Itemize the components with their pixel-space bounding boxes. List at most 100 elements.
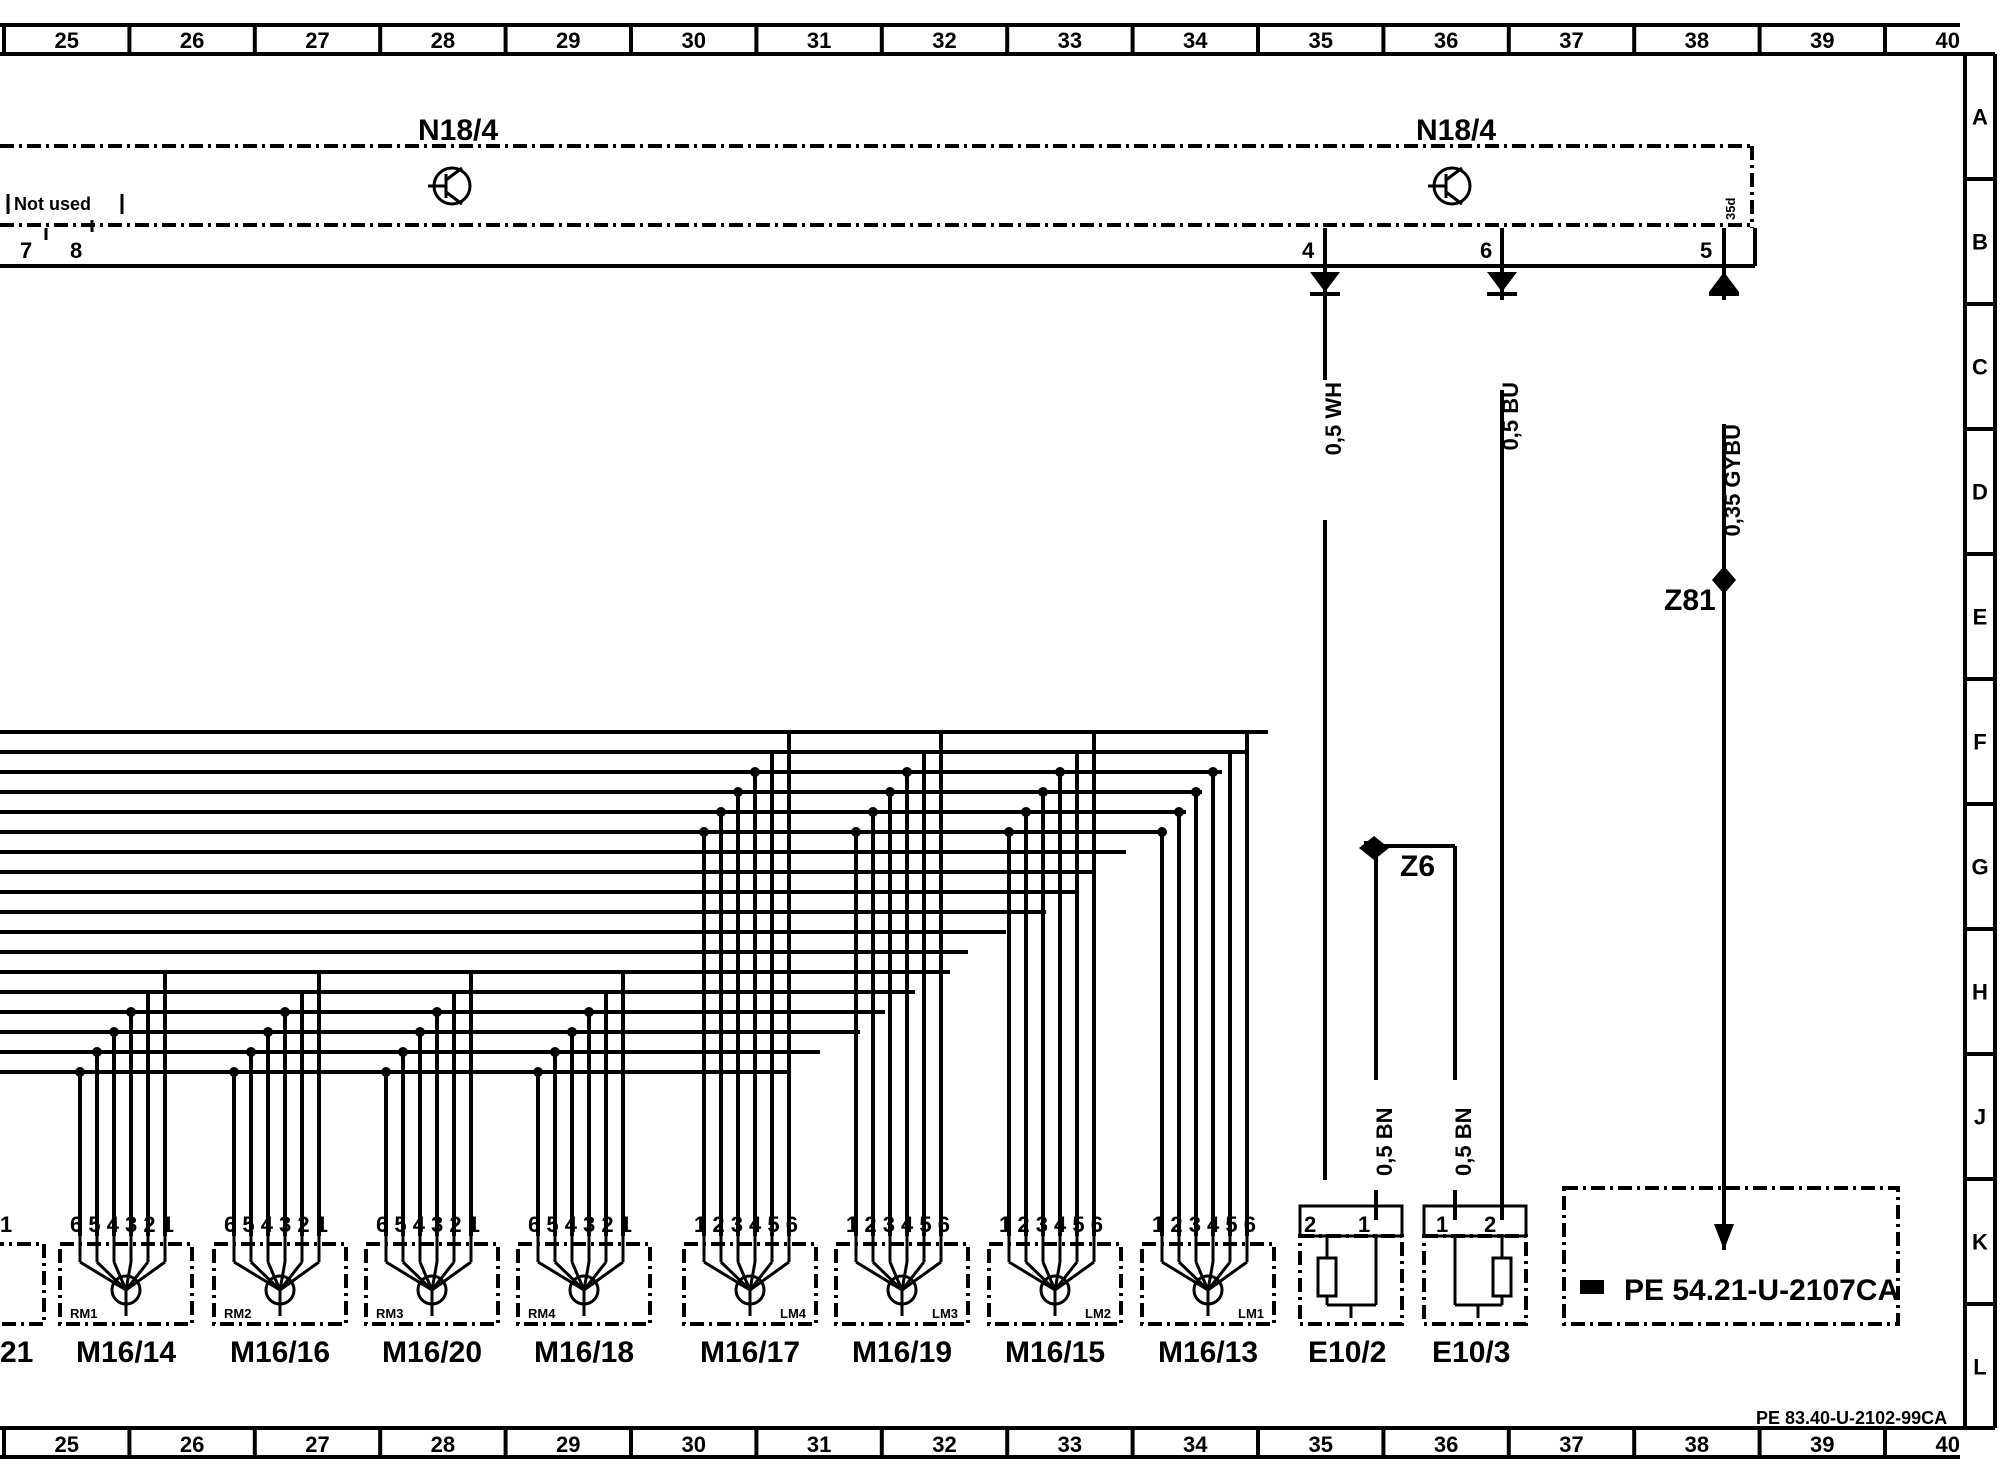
motor-tag: RM3 (376, 1306, 403, 1321)
wire-pin-6: 0,5 BU (1487, 228, 1523, 1220)
wire-pin-5: 0,35 GYBU (1709, 228, 1745, 1250)
column-number: 31 (807, 28, 831, 53)
component-e10-3: 1 2 E10/3 (1422, 1204, 1528, 1369)
column-number: 40 (1935, 1432, 1959, 1457)
partial-component-label: 21 (0, 1336, 33, 1369)
motor-label: M16/17 (700, 1336, 800, 1369)
motor-tag: LM4 (780, 1306, 807, 1321)
column-number: 28 (431, 1432, 455, 1457)
motor-pins: 1 2 3 4 5 6 (694, 1212, 798, 1237)
column-number: 31 (807, 1432, 831, 1457)
column-number: 39 (1810, 28, 1834, 53)
e10-3-label: E10/3 (1432, 1336, 1510, 1369)
document-id: PE 83.40-U-2102-99CA (1756, 1408, 1947, 1428)
wire-label-wh: 0,5 WH (1321, 382, 1346, 455)
column-number: 34 (1183, 28, 1208, 53)
pin-label-4: 4 (1302, 238, 1315, 263)
e10-2-label: E10/2 (1308, 1336, 1386, 1369)
motor-tag: RM2 (224, 1306, 251, 1321)
wire-e10-2-bn: 0,5 BN (1368, 840, 1455, 1220)
splice-z6: Z6 (1359, 836, 1435, 883)
splice-label-z81: Z81 (1664, 584, 1716, 617)
column-number: 39 (1810, 1432, 1834, 1457)
not-used-label: Not used (14, 194, 91, 214)
pin-label-5: 5 (1700, 238, 1712, 263)
pin-label-7: 7 (20, 238, 32, 263)
row-letters: A B C D E F G H J K L (1965, 105, 1995, 1380)
column-number: 30 (681, 28, 705, 53)
module-label-left: N18/4 (418, 114, 498, 147)
motor-tag: LM2 (1085, 1306, 1111, 1321)
reference-box: PE 54.21-U-2107CA (1562, 1186, 1900, 1326)
column-number: 26 (180, 28, 204, 53)
e10-3-pin-b: 2 (1484, 1212, 1496, 1237)
pin-label-8: 8 (70, 238, 82, 263)
row-letter: C (1972, 355, 1988, 380)
row-letter: L (1973, 1355, 1986, 1380)
motor-pins: 1 2 3 4 5 6 (1152, 1212, 1256, 1237)
column-number: 38 (1685, 1432, 1709, 1457)
column-number: 37 (1559, 1432, 1583, 1457)
module-n18-4: N18/4 N18/4 Not used 7 8 4 6 5 35d (0, 114, 1757, 268)
splice-label-z6: Z6 (1400, 850, 1435, 883)
wire-label-e10-2: 0,5 BN (1372, 1108, 1397, 1176)
row-letter: A (1972, 105, 1988, 130)
column-number: 33 (1058, 28, 1082, 53)
motor-label: M16/16 (230, 1336, 330, 1369)
splice-z81: Z81 (1664, 566, 1736, 617)
wire-label-e10-3: 0,5 BN (1451, 1108, 1476, 1176)
motor-pins: 1 2 3 4 5 6 (999, 1212, 1103, 1237)
row-letter: E (1973, 605, 1988, 630)
motor-pins: 6 5 4 3 2 1 (528, 1212, 632, 1237)
column-number: 29 (556, 28, 580, 53)
motor-pins: 6 5 4 3 2 1 (376, 1212, 480, 1237)
motor-pins: 1 2 3 4 5 6 (846, 1212, 950, 1237)
column-number: 27 (305, 28, 329, 53)
motor-label: M16/15 (1005, 1336, 1105, 1369)
column-number: 36 (1434, 1432, 1458, 1457)
e10-3-pin-a: 1 (1436, 1212, 1448, 1237)
column-number: 37 (1559, 28, 1583, 53)
column-number: 36 (1434, 28, 1458, 53)
column-number: 26 (180, 1432, 204, 1457)
wire-label-bu: 0,5 BU (1498, 382, 1523, 450)
column-number: 35 (1308, 1432, 1332, 1457)
partial-component-left: 1 21 (0, 1212, 46, 1369)
wire-e10-3-bn: 0,5 BN (1447, 846, 1476, 1220)
reference-text: PE 54.21-U-2107CA (1624, 1274, 1899, 1307)
transistor-icon-right (1428, 166, 1472, 206)
row-letter: H (1972, 980, 1988, 1005)
column-number: 28 (431, 28, 455, 53)
motor-pins: 6 5 4 3 2 1 (224, 1212, 328, 1237)
column-number: 25 (54, 1432, 78, 1457)
e10-2-pin-b: 1 (1358, 1212, 1370, 1237)
row-letter: B (1972, 230, 1988, 255)
pin-label-6: 6 (1480, 238, 1492, 263)
row-letter: D (1972, 480, 1988, 505)
row-letter: G (1971, 855, 1988, 880)
column-number: 32 (932, 28, 956, 53)
motor-pins: 6 5 4 3 2 1 (70, 1212, 174, 1237)
column-number: 38 (1685, 28, 1709, 53)
motor-tag: RM1 (70, 1306, 97, 1321)
row-letter: F (1973, 730, 1986, 755)
row-letter: J (1974, 1105, 1986, 1130)
column-number: 27 (305, 1432, 329, 1457)
wire-label-gybu: 0,35 GYBU (1720, 424, 1745, 537)
column-number: 34 (1183, 1432, 1208, 1457)
motor-label: M16/20 (382, 1336, 482, 1369)
row-letter: K (1972, 1230, 1988, 1255)
column-number: 35 (1308, 28, 1332, 53)
motor-label: M16/14 (76, 1336, 176, 1369)
column-number: 29 (556, 1432, 580, 1457)
partial-pin-label: 1 (0, 1212, 12, 1237)
